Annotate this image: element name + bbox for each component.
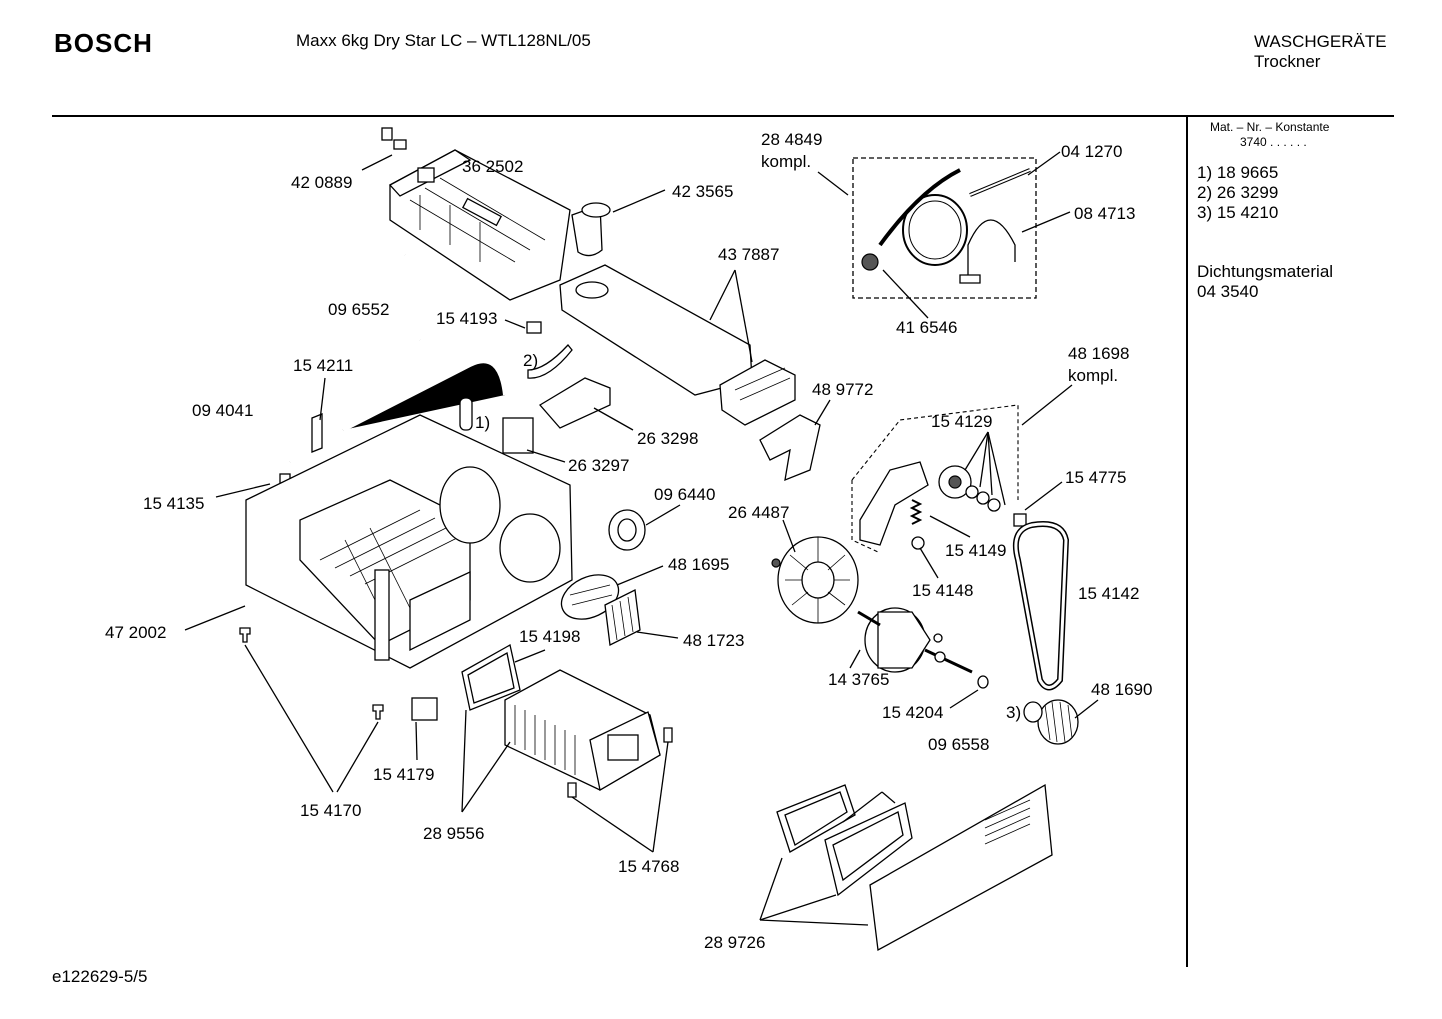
seal-value: 04 3540 <box>1197 282 1259 301</box>
ref-item-2: 2) 26 3299 <box>1197 183 1279 202</box>
label-094041: 09 4041 <box>192 401 253 420</box>
label-kompl-1: kompl. <box>761 152 811 171</box>
bracket-154211-icon <box>311 413 323 453</box>
header-rule <box>52 115 1394 117</box>
hose-kit-drawing <box>861 168 1031 284</box>
label-154170: 15 4170 <box>300 801 361 820</box>
ref-item-3: 3) 15 4210 <box>1197 203 1279 222</box>
label-264487: 26 4487 <box>728 503 789 522</box>
mat-value: 3740 . . . . . . <box>1240 135 1307 149</box>
container-cap-icon <box>417 167 435 183</box>
microswitch-icon <box>411 697 438 721</box>
clip-154193-icon <box>526 321 542 334</box>
label-096552: 09 6552 <box>328 300 389 319</box>
label-154211: 15 4211 <box>293 356 353 375</box>
foot-screw-icon <box>239 627 251 643</box>
model-title: Maxx 6kg Dry Star LC – WTL128NL/05 <box>296 31 591 50</box>
label-154148: 15 4148 <box>912 581 973 600</box>
sensor-263297-icon <box>502 417 534 454</box>
label-154135: 15 4135 <box>143 494 204 513</box>
label-284849: 28 4849 <box>761 130 822 149</box>
label-154142: 15 4142 <box>1078 584 1139 603</box>
base-housing-drawing <box>245 414 573 669</box>
label-kompl-2: kompl. <box>1068 366 1118 385</box>
label-154129: 15 4129 <box>931 412 992 431</box>
category-line-1: WASCHGERÄTE <box>1254 32 1387 51</box>
label-362502: 36 2502 <box>462 157 523 176</box>
label-481695: 48 1695 <box>668 555 729 574</box>
label-472002: 47 2002 <box>105 623 166 642</box>
label-481723: 48 1723 <box>683 631 744 650</box>
label-143765: 14 3765 <box>828 670 889 689</box>
label-041270: 04 1270 <box>1061 142 1122 161</box>
label-263297: 26 3297 <box>568 456 629 475</box>
thermostat-icon <box>527 344 573 379</box>
mat-label: Mat. – Nr. – Konstante <box>1210 120 1330 134</box>
label-ref-3: 3) <box>1006 703 1021 722</box>
label-289726: 28 9726 <box>704 933 765 952</box>
fan-wheel-drawing <box>771 536 859 624</box>
label-481698: 48 1698 <box>1068 344 1129 363</box>
label-416546: 41 6546 <box>896 318 957 337</box>
water-container-drawing <box>388 149 571 301</box>
tensioner-drawing <box>859 461 1027 550</box>
label-420889: 42 0889 <box>291 173 352 192</box>
label-ref-2: 2) <box>523 351 538 370</box>
label-154768: 15 4768 <box>618 857 679 876</box>
document-id: e122629-5/5 <box>52 967 148 986</box>
label-154193: 15 4193 <box>436 309 497 328</box>
seal-label: Dichtungsmaterial <box>1197 262 1334 281</box>
capacitor-icon <box>459 397 473 431</box>
label-154179: 15 4179 <box>373 765 434 784</box>
brand-logo: BOSCH <box>54 28 153 58</box>
condenser-drawing <box>504 669 661 792</box>
pulley-icon <box>1037 699 1079 745</box>
hose-tip-icon <box>381 127 393 141</box>
hose-drawing <box>266 127 407 466</box>
sidebar-divider <box>1186 117 1188 967</box>
ref-item-1: 1) 18 9665 <box>1197 163 1279 182</box>
label-154775: 15 4775 <box>1065 468 1126 487</box>
label-481690: 48 1690 <box>1091 680 1152 699</box>
motor-drawing <box>857 607 989 689</box>
label-096558: 09 6558 <box>928 735 989 754</box>
label-154198: 15 4198 <box>519 627 580 646</box>
category-line-2: Trockner <box>1254 52 1321 71</box>
label-489772: 48 9772 <box>812 380 873 399</box>
label-423565: 42 3565 <box>672 182 733 201</box>
leader-lines <box>184 151 1099 926</box>
label-084713: 08 4713 <box>1074 204 1135 223</box>
label-ref-1: 1) <box>475 413 490 432</box>
label-096440: 09 6440 <box>654 485 715 504</box>
label-289556: 28 9556 <box>423 824 484 843</box>
bracket-489772-icon <box>759 414 821 482</box>
front-panel-drawing <box>776 783 1053 952</box>
filter-cup-drawing <box>571 202 611 257</box>
label-154204: 15 4204 <box>882 703 943 722</box>
duct-drawing <box>559 264 796 426</box>
label-263298: 26 3298 <box>637 429 698 448</box>
label-437887: 43 7887 <box>718 245 779 264</box>
label-154149: 15 4149 <box>945 541 1006 560</box>
